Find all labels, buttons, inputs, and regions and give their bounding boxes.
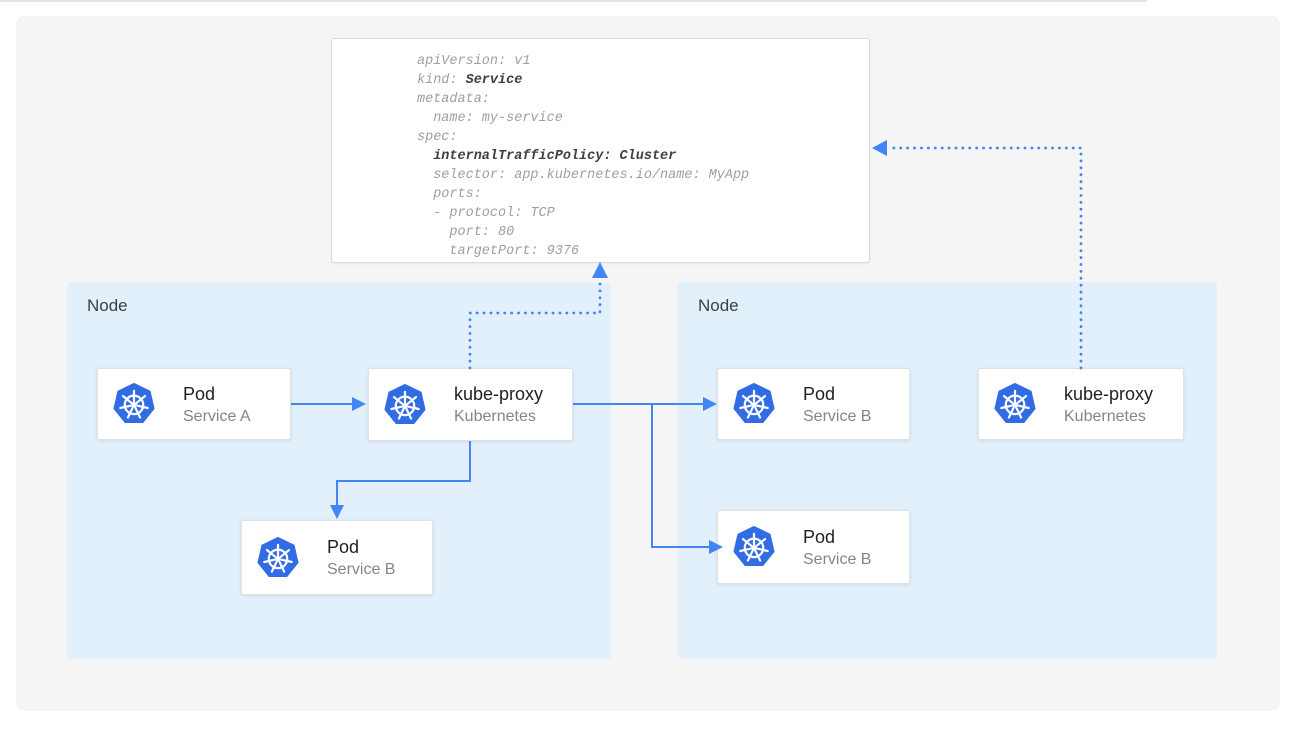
code-line: name: my-service [417,111,563,126]
code-line: port: 80 [417,225,515,240]
card-subtitle: Service A [183,407,251,425]
code-line: - protocol: TCP [417,206,555,221]
yaml-manifest-box: apiVersion: v1 kind: Service metadata: n… [331,38,870,263]
card-subtitle: Kubernetes [1064,407,1146,425]
node-box-left: Node [67,282,611,659]
card-title: Pod [183,383,216,404]
card-title: kube-proxy [1064,383,1154,404]
pod-card-service-b-left: Pod Service B [241,520,433,595]
kubernetes-icon [732,524,776,570]
card-title: kube-proxy [454,384,544,404]
kube-proxy-card-left: kube-proxy Kubernetes [368,368,573,441]
pod-card-service-b-right-bottom: Pod Service B [717,510,910,584]
kubernetes-icon [732,381,776,427]
node-label: Node [698,296,739,315]
node-label: Node [87,296,128,315]
code-line: selector: app.kubernetes.io/name: MyApp [417,168,750,183]
code-line: spec: [417,130,458,145]
code-keyword: internalTrafficPolicy: Cluster [433,149,677,164]
card-subtitle: Service B [327,561,396,578]
kubernetes-icon [383,382,427,428]
card-title: Pod [803,526,836,547]
kubernetes-icon [256,535,300,581]
card-title: Pod [327,537,360,557]
card-subtitle: Service B [803,550,872,568]
pod-card-service-a: Pod Service A [97,368,291,440]
kube-proxy-card-right: kube-proxy Kubernetes [978,368,1184,440]
node-box-right: Node [678,282,1217,659]
kubernetes-icon [112,381,156,427]
code-line: internalTrafficPolicy: Cluster [417,147,869,166]
code-line: metadata: [417,92,490,107]
pod-card-service-b-right-top: Pod Service B [717,368,910,440]
code-line: apiVersion: v1 [417,54,531,69]
code-line: kind: Service [417,73,523,88]
code-line: targetPort: 9376 [417,244,580,259]
kubernetes-icon [993,381,1037,427]
card-subtitle: Service B [803,407,872,425]
code-line: ports: [417,187,482,202]
card-title: Pod [803,383,836,404]
code-keyword: Service [465,73,523,88]
top-divider-line [0,0,1147,2]
card-subtitle: Kubernetes [454,408,536,425]
